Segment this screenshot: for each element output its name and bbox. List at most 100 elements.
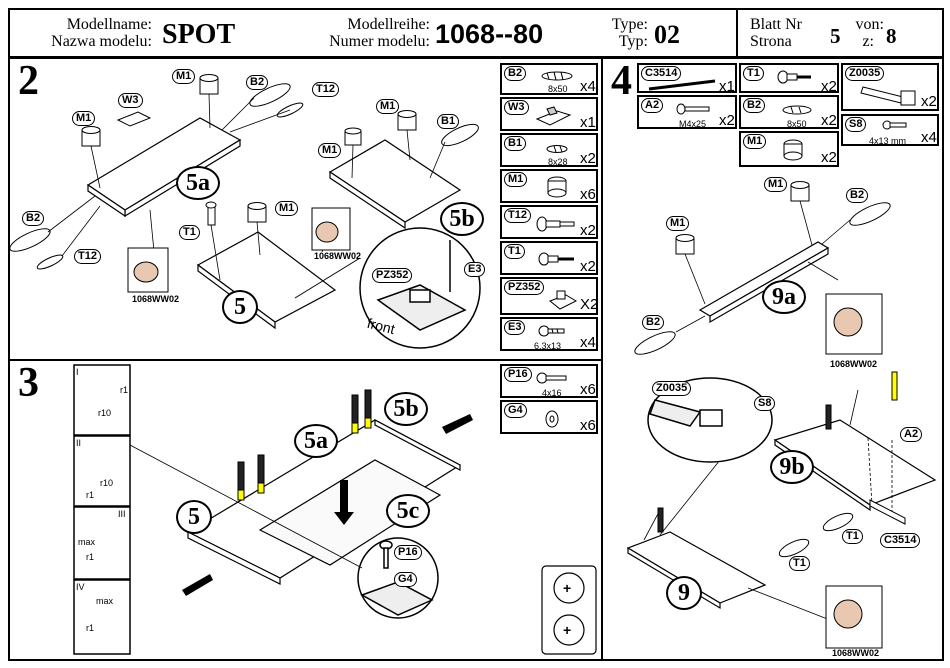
part-t1: T1 x2 [500, 241, 598, 275]
part-code: Z0035 [845, 66, 885, 81]
part-code: T12 [504, 208, 531, 223]
screwdriver-icon [237, 389, 372, 501]
note-r1: r1 [86, 490, 95, 500]
note-r1: r1 [86, 623, 95, 633]
part-code: S8 [845, 117, 867, 132]
screw-icon [882, 120, 907, 130]
detail-leader [294, 257, 361, 299]
type-value: 02 [654, 20, 680, 49]
hand-code: 1068WW02 [314, 251, 362, 261]
step-3-number: 3 [18, 360, 39, 406]
part-qty: x2 [821, 149, 837, 166]
part-qty: x2 [580, 258, 596, 275]
tag-a2: A2 [900, 427, 923, 442]
panel-label-5: 5 [222, 290, 258, 324]
part-qty: x2 [580, 222, 596, 239]
hand-code: 1068WW02 [830, 359, 878, 369]
tag-b1: B1 [437, 114, 460, 129]
panel-label-5a-step3: 5a [294, 424, 338, 458]
part-p16: P16 4x16 x6 [500, 364, 598, 398]
cam-lock-icon [547, 176, 567, 198]
step-4-number: 4 [611, 58, 632, 104]
hand-icon [127, 207, 351, 293]
sub-step-ii: II [76, 438, 82, 448]
svg-text:+: + [563, 580, 571, 596]
step-4-dowels [634, 202, 891, 558]
part-code: P16 [504, 367, 532, 382]
part-e3: E3 6,3x13 x4 [500, 317, 598, 351]
step-4-guide-lines [643, 200, 893, 621]
part-spec: M4x25 [679, 119, 707, 129]
part-z0035: Z0035 x2 [841, 63, 939, 111]
panel-label-9a: 9a [762, 280, 806, 314]
part-qty: x2 [821, 112, 837, 129]
part-code: M1 [504, 172, 528, 187]
panel-label-5b: 5b [440, 202, 484, 236]
tag-s8: S8 [754, 396, 776, 411]
tag-b2: B2 [642, 315, 665, 330]
tag-z0035: Z0035 [652, 381, 692, 396]
sheet-label-de: Blatt Nr [750, 16, 802, 33]
part-code: C3514 [641, 66, 682, 81]
of-label-de: von: [855, 16, 884, 33]
part-spec: 4x13 mm [869, 136, 907, 146]
type-label-de: Type: [611, 16, 648, 33]
model-name: SPOT [162, 19, 236, 50]
tag-m1: M1 [376, 99, 400, 114]
tag-b2: B2 [246, 75, 269, 90]
tag-m1: M1 [318, 143, 342, 158]
step-4-cam-locks [675, 181, 810, 255]
part-t1: T1 x2 [739, 63, 839, 95]
cam-bolt-icon [777, 70, 811, 84]
part-b2: B2 8x50 x2 [739, 95, 839, 129]
part-qty: x2 [921, 93, 937, 110]
sheet-total: 8 [886, 24, 897, 48]
part-b1: B1 8x28 x2 [500, 133, 598, 167]
of-label-pl: z: [862, 33, 874, 50]
panel-label-5a: 5a [176, 166, 220, 200]
hinge-plate-icon [549, 290, 578, 310]
tag-b2: B2 [846, 188, 869, 203]
hand-icon [825, 293, 883, 649]
part-pz352: PZ352 X2 [500, 277, 598, 315]
dowel-icon [782, 105, 812, 115]
note-r10: r10 [100, 478, 114, 488]
sub-step-iv: IV [76, 582, 85, 592]
step-2-bracket [116, 111, 152, 127]
series-label-pl: Numer modelu: [329, 33, 430, 50]
panel-label-9: 9 [666, 576, 702, 610]
dowel-icon [541, 71, 573, 81]
part-code: W3 [504, 100, 529, 115]
part-qty: x2 [719, 112, 735, 129]
part-b2: B2 8x50 x4 [500, 63, 598, 95]
bracket-icon [535, 106, 572, 126]
tag-p16: P16 [394, 545, 422, 560]
part-a2: A2 M4x25 x2 [637, 95, 737, 129]
dowel-icon [546, 145, 568, 153]
part-qty: x1 [580, 114, 596, 131]
part-code: M1 [743, 134, 767, 149]
part-spec: 8x50 [787, 119, 807, 129]
part-code: PZ352 [504, 280, 545, 295]
cam-bolt-icon [536, 216, 575, 232]
panel-label-9b: 9b [770, 450, 814, 484]
hinge-icon [860, 86, 916, 106]
hand-code: 1068WW02 [132, 294, 180, 304]
sheet-number: 5 [830, 24, 841, 48]
part-qty: x6 [580, 186, 596, 203]
part-spec: 8x50 [548, 84, 568, 94]
note-r1: r1 [120, 385, 129, 395]
part-m1: M1 x2 [739, 131, 839, 167]
tag-g4: G4 [394, 572, 417, 587]
screw-icon [538, 325, 565, 337]
tag-m1: M1 [275, 201, 299, 216]
part-qty: x2 [580, 150, 596, 167]
step-3-leader [129, 444, 363, 569]
step-2-number: 2 [18, 58, 39, 104]
tag-b2: B2 [22, 211, 45, 226]
part-qty: X2 [580, 296, 599, 313]
arrow-icon [182, 414, 473, 596]
part-m1: M1 x6 [500, 169, 598, 203]
part-spec: 6,3x13 [534, 341, 562, 351]
